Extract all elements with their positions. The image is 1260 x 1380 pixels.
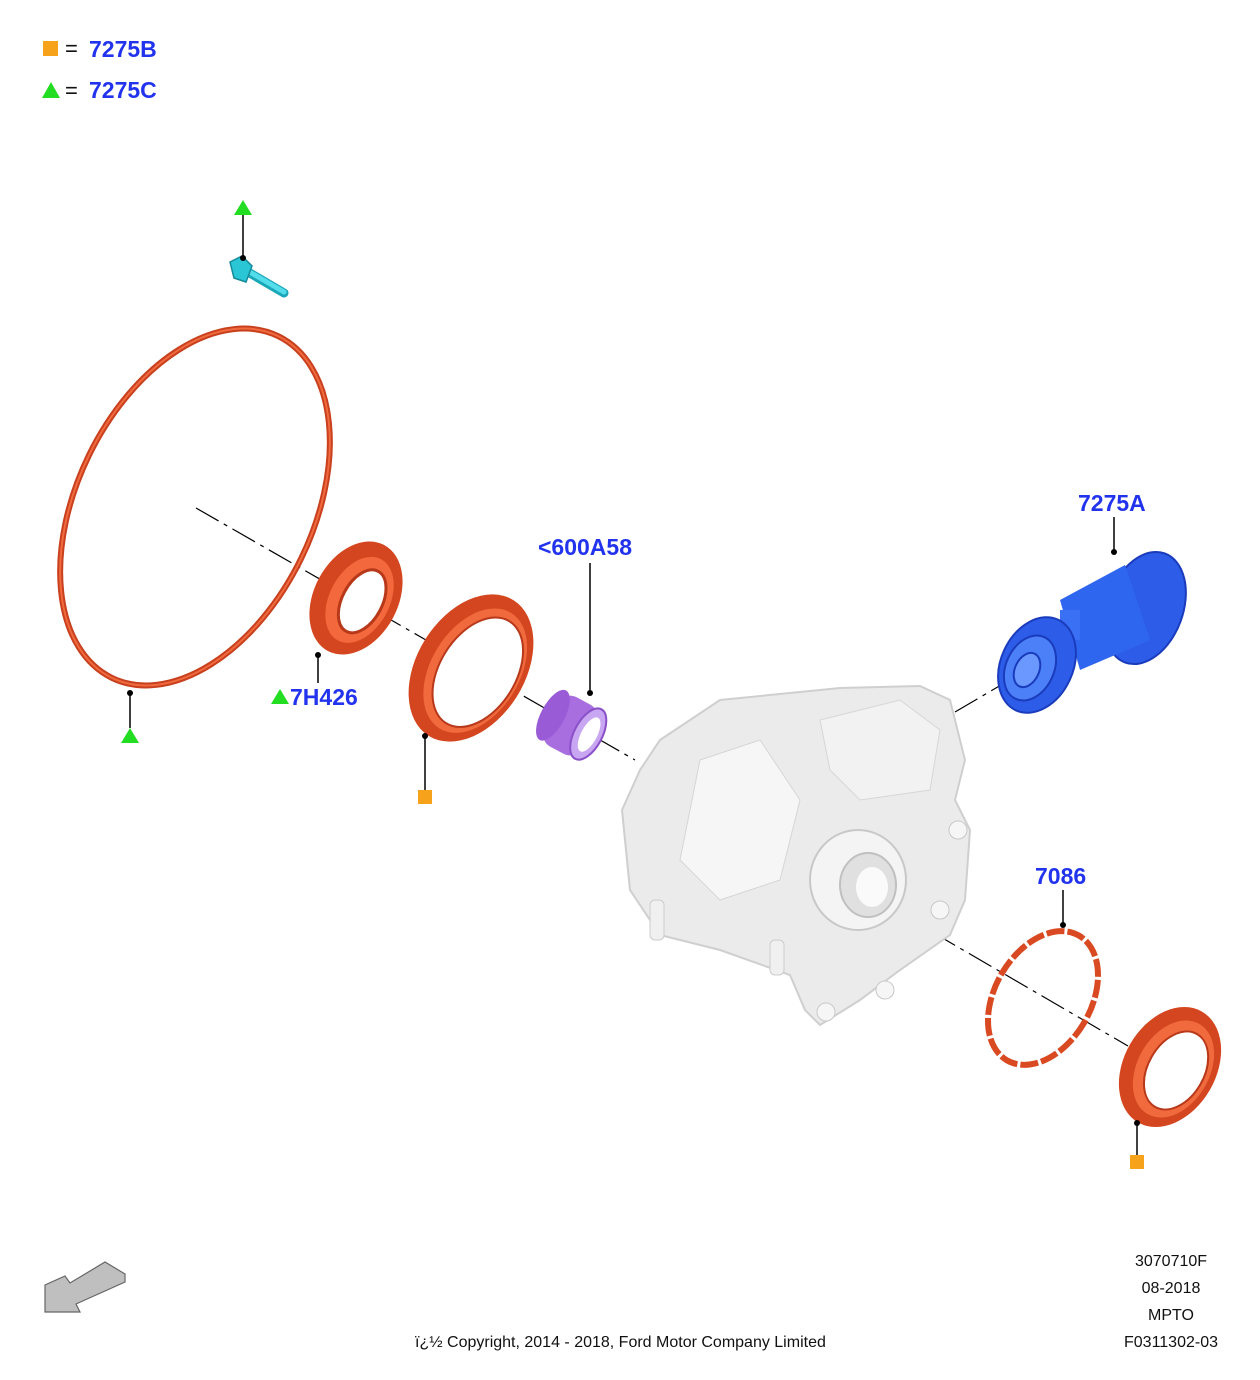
front-direction-arrow-icon bbox=[44, 1261, 126, 1313]
bolt-part[interactable] bbox=[229, 255, 289, 298]
square-marker-icon bbox=[1130, 1155, 1144, 1169]
ring-7086-part[interactable] bbox=[965, 912, 1120, 1085]
callout-7086[interactable]: 7086 bbox=[1035, 863, 1086, 889]
callout-600a58[interactable]: <600A58 bbox=[538, 534, 632, 560]
seal-right-7275b-part[interactable] bbox=[1098, 989, 1242, 1146]
transfer-case-housing-part[interactable] bbox=[620, 684, 972, 1027]
large-o-ring-part[interactable] bbox=[6, 285, 385, 730]
legend-equals: = bbox=[65, 36, 78, 61]
copyright-text: ï¿½ Copyright, 2014 - 2018, Ford Motor C… bbox=[415, 1334, 826, 1351]
legend-part-7275c[interactable]: 7275C bbox=[89, 77, 157, 103]
legend-part-7275b[interactable]: 7275B bbox=[89, 36, 157, 62]
shaft-7275a-part[interactable] bbox=[983, 541, 1200, 726]
triangle-marker-icon bbox=[42, 82, 60, 98]
callout-7275a[interactable]: 7275A bbox=[1078, 490, 1146, 516]
square-marker-icon bbox=[418, 790, 432, 804]
triangle-marker-icon bbox=[121, 728, 139, 743]
triangle-marker-icon bbox=[271, 689, 289, 704]
legend-equals: = bbox=[65, 78, 78, 103]
footer-code: 3070710F bbox=[1135, 1253, 1207, 1270]
footer-illustration-id: F0311302-03 bbox=[1124, 1334, 1218, 1351]
footer-date: 08-2018 bbox=[1142, 1280, 1201, 1297]
seal-7275b-part[interactable] bbox=[383, 572, 559, 765]
footer-group: MPTO bbox=[1148, 1307, 1194, 1324]
triangle-marker-icon bbox=[234, 200, 252, 215]
sleeve-600a58-part[interactable] bbox=[529, 685, 614, 766]
square-marker-icon bbox=[43, 41, 58, 56]
centerline bbox=[954, 667, 1031, 713]
legend: = 7275B = 7275C bbox=[42, 36, 157, 103]
callout-7h426[interactable]: 7H426 bbox=[290, 684, 358, 710]
seal-7h426-part[interactable] bbox=[291, 525, 422, 670]
